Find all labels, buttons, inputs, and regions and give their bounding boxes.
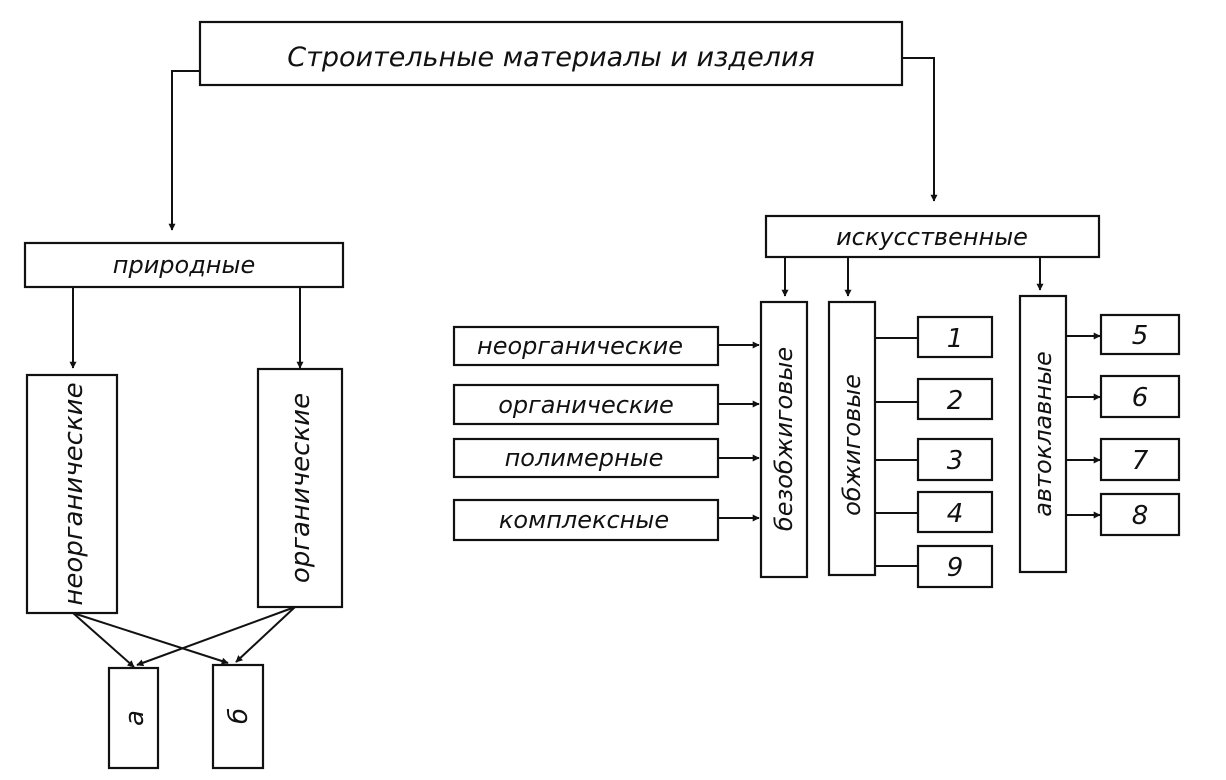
fired-output-label: 2 [947, 386, 964, 416]
fired-output-box [916, 437, 994, 482]
fired-output-box [916, 377, 994, 421]
output-b-box [211, 663, 265, 770]
fired-output-box [916, 490, 994, 534]
natural-inorganic-label: неорганические [59, 382, 89, 605]
fired-box [827, 300, 877, 577]
root-label: Строительные материалы и изделия [287, 42, 814, 73]
output-b-label: б [224, 708, 254, 724]
fired-output-label: 9 [947, 553, 964, 583]
nonfired-label: безобжиговые [770, 347, 798, 531]
autoclave-box [1018, 294, 1068, 574]
autoclave-output-box [1099, 437, 1181, 482]
autoclave-output-label: 8 [1132, 501, 1149, 531]
binder-input-box [452, 437, 720, 479]
fired-output-box [916, 544, 994, 589]
natural-inorganic-box [25, 373, 119, 615]
artificial-label: искусственные [836, 223, 1028, 251]
connectors [69, 57, 1101, 668]
autoclave-output-box [1099, 492, 1181, 537]
artificial-box [764, 214, 1101, 259]
autoclave-output-label: 6 [1132, 383, 1149, 413]
fired-output-box [916, 315, 994, 359]
fired-output-label: 3 [947, 446, 964, 476]
binder-input-label: органические [498, 391, 674, 419]
autoclave-output-label: 7 [1132, 446, 1149, 476]
root-box [198, 20, 904, 87]
fired-output-label: 1 [947, 324, 964, 354]
autoclave-label: автоклавные [1029, 351, 1057, 517]
natural-label: природные [113, 251, 255, 279]
binder-input-label: неорганические [477, 332, 683, 360]
natural-organic-box [256, 367, 344, 609]
natural-organic-label: органические [286, 393, 316, 583]
natural-box [23, 241, 345, 289]
binder-input-label: комплексные [499, 506, 669, 534]
autoclave-output-label: 5 [1132, 321, 1149, 351]
binder-input-box [452, 498, 720, 542]
fired-output-label: 4 [947, 499, 964, 529]
fired-label: обжиговые [838, 374, 866, 516]
binder-input-label: полимерные [505, 444, 664, 472]
binder-input-box [452, 325, 720, 367]
autoclave-output-box [1099, 313, 1181, 356]
nonfired-box [759, 300, 809, 579]
output-a-box [107, 666, 160, 770]
autoclave-output-box [1099, 374, 1181, 419]
binder-input-box [452, 383, 720, 426]
output-a-label: а [120, 710, 150, 726]
